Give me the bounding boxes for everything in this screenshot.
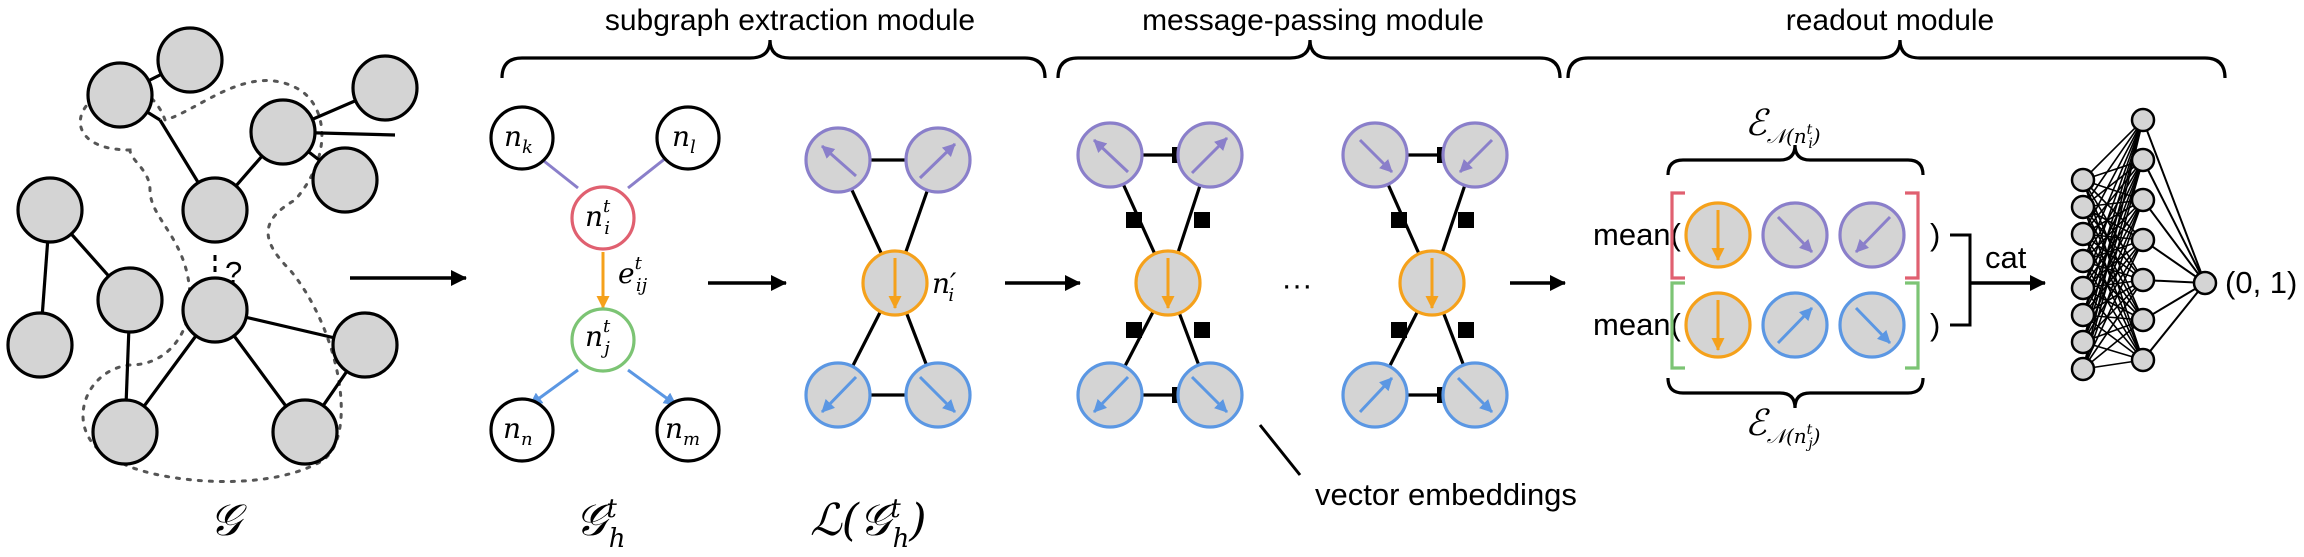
embedding-pointer: [1258, 424, 1302, 476]
mlp-input-node: [2070, 302, 2096, 328]
vector-embeddings-label: vector embeddings: [1315, 477, 1577, 512]
output-label: (0, 1): [2225, 265, 2297, 300]
brace-lower: [1666, 377, 1925, 409]
mlp-connection: [2082, 159, 2144, 235]
mlp-connection: [2082, 159, 2144, 208]
mlp-hidden-node: [2130, 267, 2156, 293]
graph-label: 𝒢: [209, 495, 247, 546]
mlp-output-node: [2192, 270, 2218, 296]
mlp-input-node: [2070, 167, 2096, 193]
svg-text:nm: nm: [665, 412, 700, 450]
svg-text:ntj: ntj: [585, 316, 611, 359]
node-nn: [489, 397, 555, 463]
mlp-input-node: [2070, 221, 2096, 247]
mlp-hidden-node: [2130, 227, 2156, 253]
brace-readout: [1566, 39, 2227, 79]
mlp-connection: [2082, 319, 2144, 370]
svg-text:nti: nti: [585, 196, 611, 239]
mean-label-bottom: mean(: [1593, 307, 1682, 342]
module-title-subgraph: subgraph extraction module: [605, 4, 975, 37]
mlp-hidden-node: [2130, 307, 2156, 333]
mlp-hidden-node: [2130, 107, 2156, 133]
svg-text:nl: nl: [672, 120, 696, 158]
mlp-connection: [2142, 282, 2206, 361]
mlp-hidden-node: [2130, 347, 2156, 373]
ellipsis: ···: [1282, 267, 1313, 302]
mlp-input-node: [2070, 248, 2096, 274]
mlp-connection: [2142, 119, 2206, 284]
brace-message: [1056, 39, 1562, 79]
svg-text:n′i: n′i: [932, 267, 957, 306]
mlp-network: [2070, 107, 2218, 382]
module-header-readout: readout module: [1566, 4, 2227, 79]
message-passing-layer-2: [1341, 121, 1509, 429]
node-nl: [655, 105, 721, 171]
mlp-connection: [2082, 314, 2144, 361]
mlp-input-node: [2070, 329, 2096, 355]
module-header-message: message-passing module: [1056, 4, 1562, 79]
module-header-subgraph: subgraph extraction module: [500, 4, 1047, 79]
mlp-input-node: [2070, 275, 2096, 301]
mlp-connection: [2082, 159, 2144, 262]
mlp-connection: [2082, 119, 2144, 208]
full-graph: ? 𝒢: [6, 26, 419, 546]
mlp-hidden-node: [2130, 147, 2156, 173]
mlp-connection: [2142, 159, 2206, 284]
mlp-connection: [2142, 199, 2206, 284]
mlp-connection: [2082, 119, 2144, 181]
svg-text:): ): [1930, 307, 1940, 342]
mlp-connection: [2082, 199, 2144, 316]
node-nj: [570, 307, 636, 373]
svg-text:): ): [1930, 217, 1940, 252]
svg-text:nk: nk: [504, 120, 533, 158]
module-title-message: message-passing module: [1142, 4, 1484, 37]
message-passing-layer-1: [1076, 121, 1244, 429]
brace-subgraph: [500, 39, 1047, 79]
mlp-connection: [2082, 119, 2144, 235]
mlp-connection: [2082, 279, 2144, 370]
node-nk: [489, 105, 555, 171]
svg-text:nn: nn: [503, 412, 533, 450]
module-title-readout: readout module: [1786, 4, 1994, 37]
mlp-hidden-node: [2130, 187, 2156, 213]
mlp-input-node: [2070, 356, 2096, 382]
mlp-input-node: [2070, 194, 2096, 220]
mean-label-top: mean(: [1593, 217, 1682, 252]
node-ni: [570, 185, 636, 251]
brace-upper: [1666, 144, 1925, 176]
cat-label: cat: [1985, 240, 2027, 275]
mlp-connection: [2142, 239, 2206, 284]
node-nm: [655, 397, 721, 463]
